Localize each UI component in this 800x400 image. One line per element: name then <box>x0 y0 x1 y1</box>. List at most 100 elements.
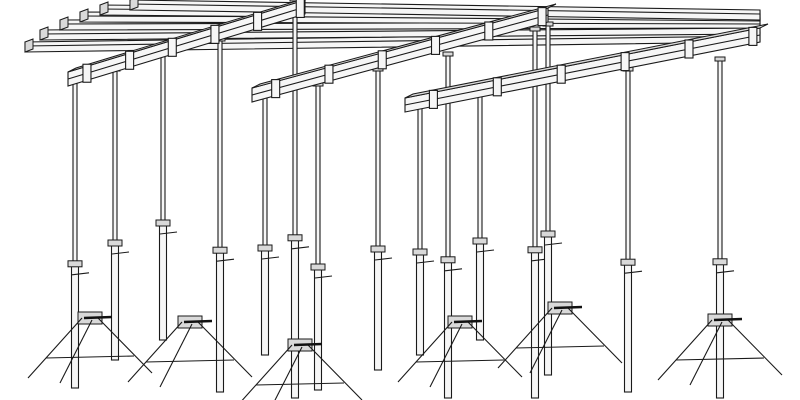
prop-handle <box>476 249 495 253</box>
tripod-leg <box>59 319 93 384</box>
prop <box>310 81 333 391</box>
beam-clamp <box>428 89 438 109</box>
rail-end <box>79 8 89 23</box>
tripod-leg <box>97 317 153 374</box>
tripod-bases <box>27 301 783 400</box>
prop-handle <box>444 268 463 272</box>
tripod-locking-lever <box>553 305 583 310</box>
prop-handle <box>374 257 393 261</box>
prop-inner-tube <box>112 69 118 245</box>
tripod-base <box>241 338 363 400</box>
tripod-leg <box>127 321 183 383</box>
beam-clamp <box>82 63 92 83</box>
prop-nut <box>287 234 303 242</box>
prop <box>712 56 735 399</box>
prop-inner-tube <box>717 59 723 264</box>
beam-clamp <box>492 77 502 97</box>
tripod-base <box>27 311 153 384</box>
tripod-leg <box>197 321 253 378</box>
prop-inner-tube <box>160 49 166 225</box>
prop-nut <box>257 244 273 252</box>
prop-handle <box>314 275 333 279</box>
beam-clamp <box>556 64 566 84</box>
tripod-brace <box>415 359 505 363</box>
prop-outer-tube <box>313 267 323 391</box>
prop-inner-tube <box>417 99 423 254</box>
beam-clamp <box>295 0 305 18</box>
primary-beams <box>67 0 769 113</box>
beam-clamp <box>537 7 547 27</box>
rail-end <box>59 16 69 31</box>
prop-outer-tube <box>290 238 300 399</box>
tripod-leg <box>241 344 293 400</box>
tripod-base <box>127 315 253 388</box>
prop <box>107 66 130 361</box>
prop-handle <box>111 251 130 255</box>
primary-beam <box>251 3 557 103</box>
rail-edge <box>39 27 761 35</box>
prop-nut <box>370 245 386 253</box>
tripod-base <box>397 315 523 388</box>
prop-handle <box>716 270 735 274</box>
rail-edge <box>129 3 761 15</box>
prop-nut <box>527 246 543 254</box>
tripod-brace <box>675 357 765 361</box>
prop-handle <box>71 272 90 276</box>
prop <box>440 51 463 399</box>
beam-groove <box>251 14 549 96</box>
prop-outer-tube <box>373 249 383 371</box>
tripod-leg <box>497 307 553 369</box>
prop <box>620 66 643 393</box>
prop-nut <box>472 237 488 245</box>
beam-clamp <box>271 79 281 99</box>
primary-beam <box>67 0 307 87</box>
prop-inner-tube <box>545 24 551 236</box>
rail-edge <box>24 35 761 47</box>
tripod-leg <box>567 307 623 364</box>
tripod-brace <box>45 355 135 359</box>
beam-clamp <box>484 21 494 41</box>
tripod-leg <box>429 323 463 388</box>
prop-handle <box>416 260 435 264</box>
tripod-leg <box>27 317 83 379</box>
props <box>67 0 735 399</box>
prop-nut <box>540 230 556 238</box>
tripod-base <box>657 313 783 386</box>
prop-handle <box>544 242 563 246</box>
prop-inner-tube <box>315 84 321 269</box>
prop-outer-tube <box>158 223 168 341</box>
prop-inner-tube <box>72 79 78 266</box>
tripod-leg <box>307 344 363 400</box>
prop-nut <box>107 239 123 247</box>
prop-head <box>529 26 541 32</box>
prop-outer-tube <box>260 248 270 356</box>
prop-nut <box>412 248 428 256</box>
beam-clamp <box>377 50 387 70</box>
rail-end <box>99 1 109 16</box>
beam-groove <box>67 6 306 80</box>
prop <box>155 46 178 341</box>
tripod-locking-lever <box>293 342 323 347</box>
prop-outer-tube <box>215 250 225 393</box>
prop-nut <box>67 260 83 268</box>
prop <box>370 66 393 371</box>
beam-clamp <box>324 64 334 84</box>
beam-clamp <box>125 50 135 70</box>
prop-handle <box>624 270 643 274</box>
prop-inner-tube <box>217 39 223 252</box>
tripod-leg <box>397 321 453 383</box>
prop-handle <box>216 258 235 262</box>
prop-nut <box>712 258 728 266</box>
prop <box>212 36 235 393</box>
prop-outer-tube <box>110 243 120 361</box>
tripod-leg <box>529 309 563 374</box>
beam-clamp <box>620 52 630 72</box>
secondary-rails <box>24 0 761 53</box>
prop-nut <box>212 246 228 254</box>
prop-outer-tube <box>623 262 633 393</box>
prop <box>67 76 90 389</box>
prop-inner-tube <box>445 54 451 262</box>
tripod-locking-lever <box>83 315 113 320</box>
tripod-leg <box>727 319 783 376</box>
